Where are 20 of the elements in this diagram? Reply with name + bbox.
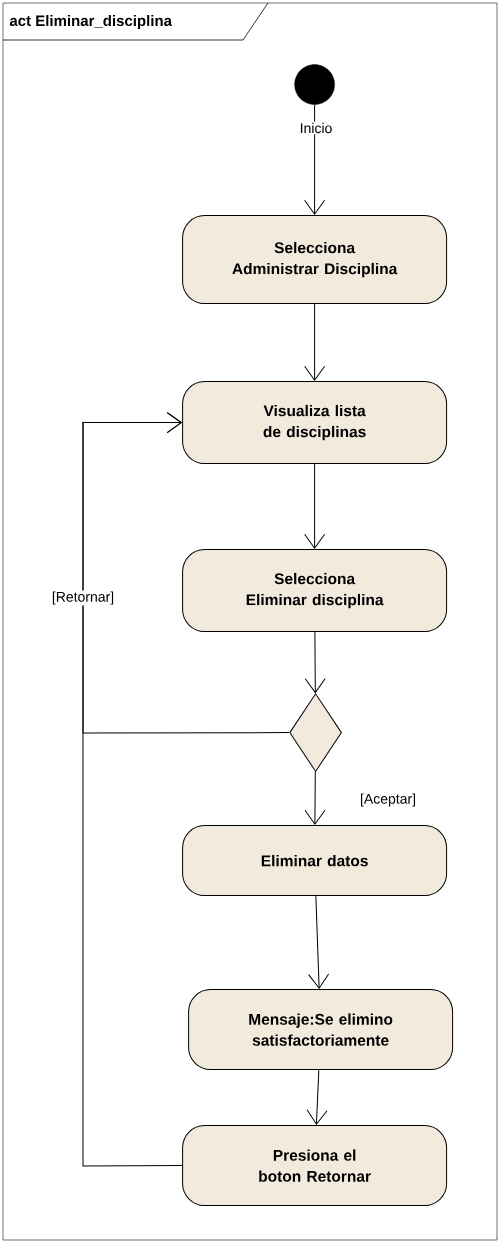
action-box: Presiona el boton Retornar <box>182 1125 448 1207</box>
decision-diamond <box>289 693 342 772</box>
edge-label: [Aceptar] <box>361 793 415 807</box>
initial-node <box>294 64 335 105</box>
arrow <box>304 631 326 694</box>
action-box: Selecciona Administrar Disciplina <box>182 215 448 305</box>
arrow <box>82 412 183 1167</box>
action-box: Selecciona Eliminar disciplina <box>182 549 448 633</box>
action-box: Eliminar datos <box>182 825 448 897</box>
action-box: Mensaje:Se elimino satisfactoriamente <box>188 989 454 1071</box>
arrow <box>304 104 326 215</box>
frame-tab: act Eliminar_disciplina <box>2 2 269 41</box>
node-caption: Inicio <box>298 121 334 135</box>
arrow <box>304 303 326 381</box>
arrow <box>304 463 326 549</box>
arrow <box>308 895 330 989</box>
action-box: Visualiza lista de disciplinas <box>182 381 448 465</box>
arrow <box>306 1069 328 1125</box>
edge-label: [Retornar] <box>50 590 116 606</box>
arrow <box>304 771 326 825</box>
